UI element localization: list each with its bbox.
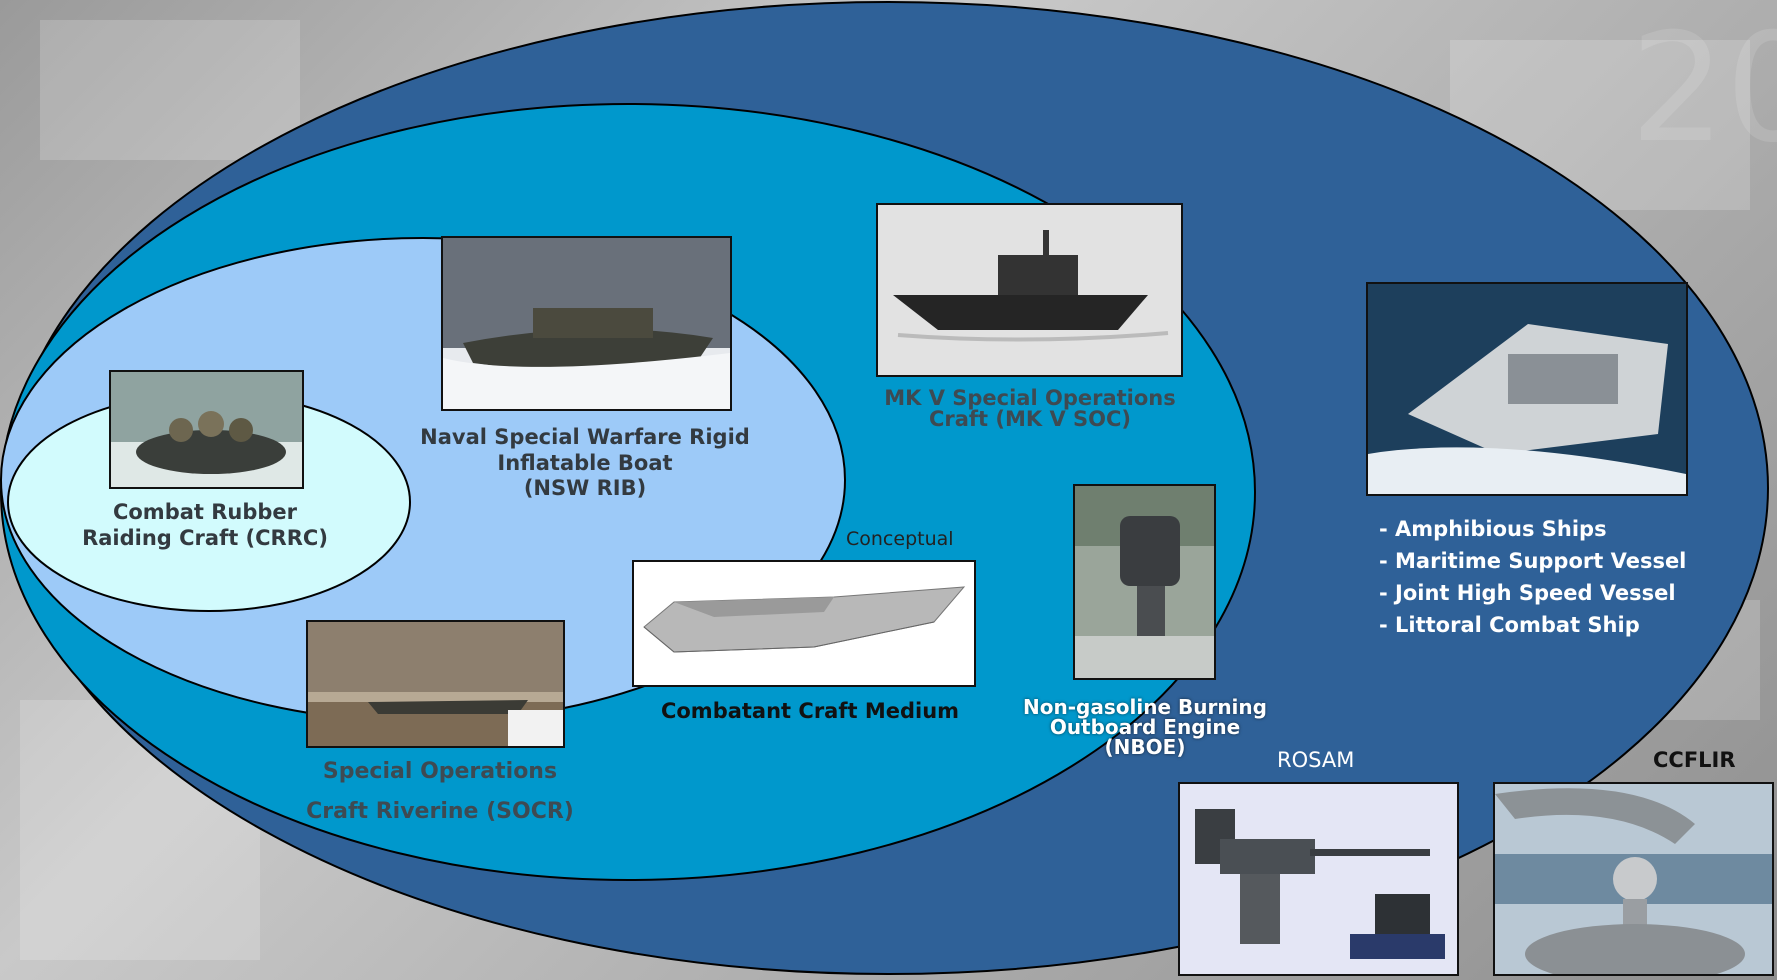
mkv-soc-photo (876, 203, 1183, 377)
socr-photo (306, 620, 565, 748)
nsw-rib-label-line1: Naval Special Warfare Rigid (420, 425, 750, 449)
socr-label-line2: Craft Riverine (SOCR) (306, 799, 574, 824)
crrc-photo (109, 370, 304, 489)
crrc-label: Combat Rubber Raiding Craft (CRRC) (70, 500, 340, 551)
rosam-photo (1178, 782, 1459, 976)
socr-label-line1: Special Operations (322, 759, 558, 784)
mkv-soc-label-line1: MK V Special Operations (884, 386, 1176, 410)
ccm-conceptual-tag: Conceptual (846, 528, 954, 550)
ships-list-item: - Maritime Support Vessel (1379, 549, 1687, 573)
mkv-soc-label: MK V Special Operations Craft (MK V SOC) (860, 388, 1200, 430)
jhsv-photo (1366, 282, 1688, 496)
ships-list-item: - Littoral Combat Ship (1379, 613, 1640, 637)
nsw-rib-label: Naval Special Warfare Rigid Inflatable B… (405, 425, 765, 502)
ccflir-photo (1493, 782, 1774, 976)
nsw-rib-label-line2: Inflatable Boat (497, 450, 673, 475)
ships-list-item: - Joint High Speed Vessel (1379, 581, 1676, 605)
crrc-label-line1: Combat Rubber (112, 500, 298, 524)
ships-list-item: - Amphibious Ships (1379, 517, 1607, 541)
nboe-label-line3: (NBOE) (1104, 735, 1186, 759)
nboe-label-line2: Outboard Engine (1049, 715, 1241, 739)
nsw-rib-photo (441, 236, 732, 411)
ccm-photo (632, 560, 976, 687)
nboe-photo (1073, 484, 1216, 680)
nboe-label: Non-gasoline Burning Outboard Engine (NB… (1000, 697, 1290, 757)
svg-text:20: 20 (1630, 2, 1777, 176)
nsw-rib-label-line3: (NSW RIB) (523, 476, 647, 501)
nboe-label-line1: Non-gasoline Burning (1023, 695, 1267, 719)
ccm-label: Combatant Craft Medium (660, 699, 960, 723)
crrc-label-line2: Raiding Craft (CRRC) (82, 525, 328, 550)
ships-list: - Amphibious Ships - Maritime Support Ve… (1379, 513, 1686, 641)
rosam-label: ROSAM (1277, 748, 1355, 772)
mkv-soc-label-line2: Craft (MK V SOC) (928, 407, 1132, 431)
socr-label: Special Operations Craft Riverine (SOCR) (290, 752, 590, 832)
ccflir-label: CCFLIR (1653, 748, 1736, 772)
